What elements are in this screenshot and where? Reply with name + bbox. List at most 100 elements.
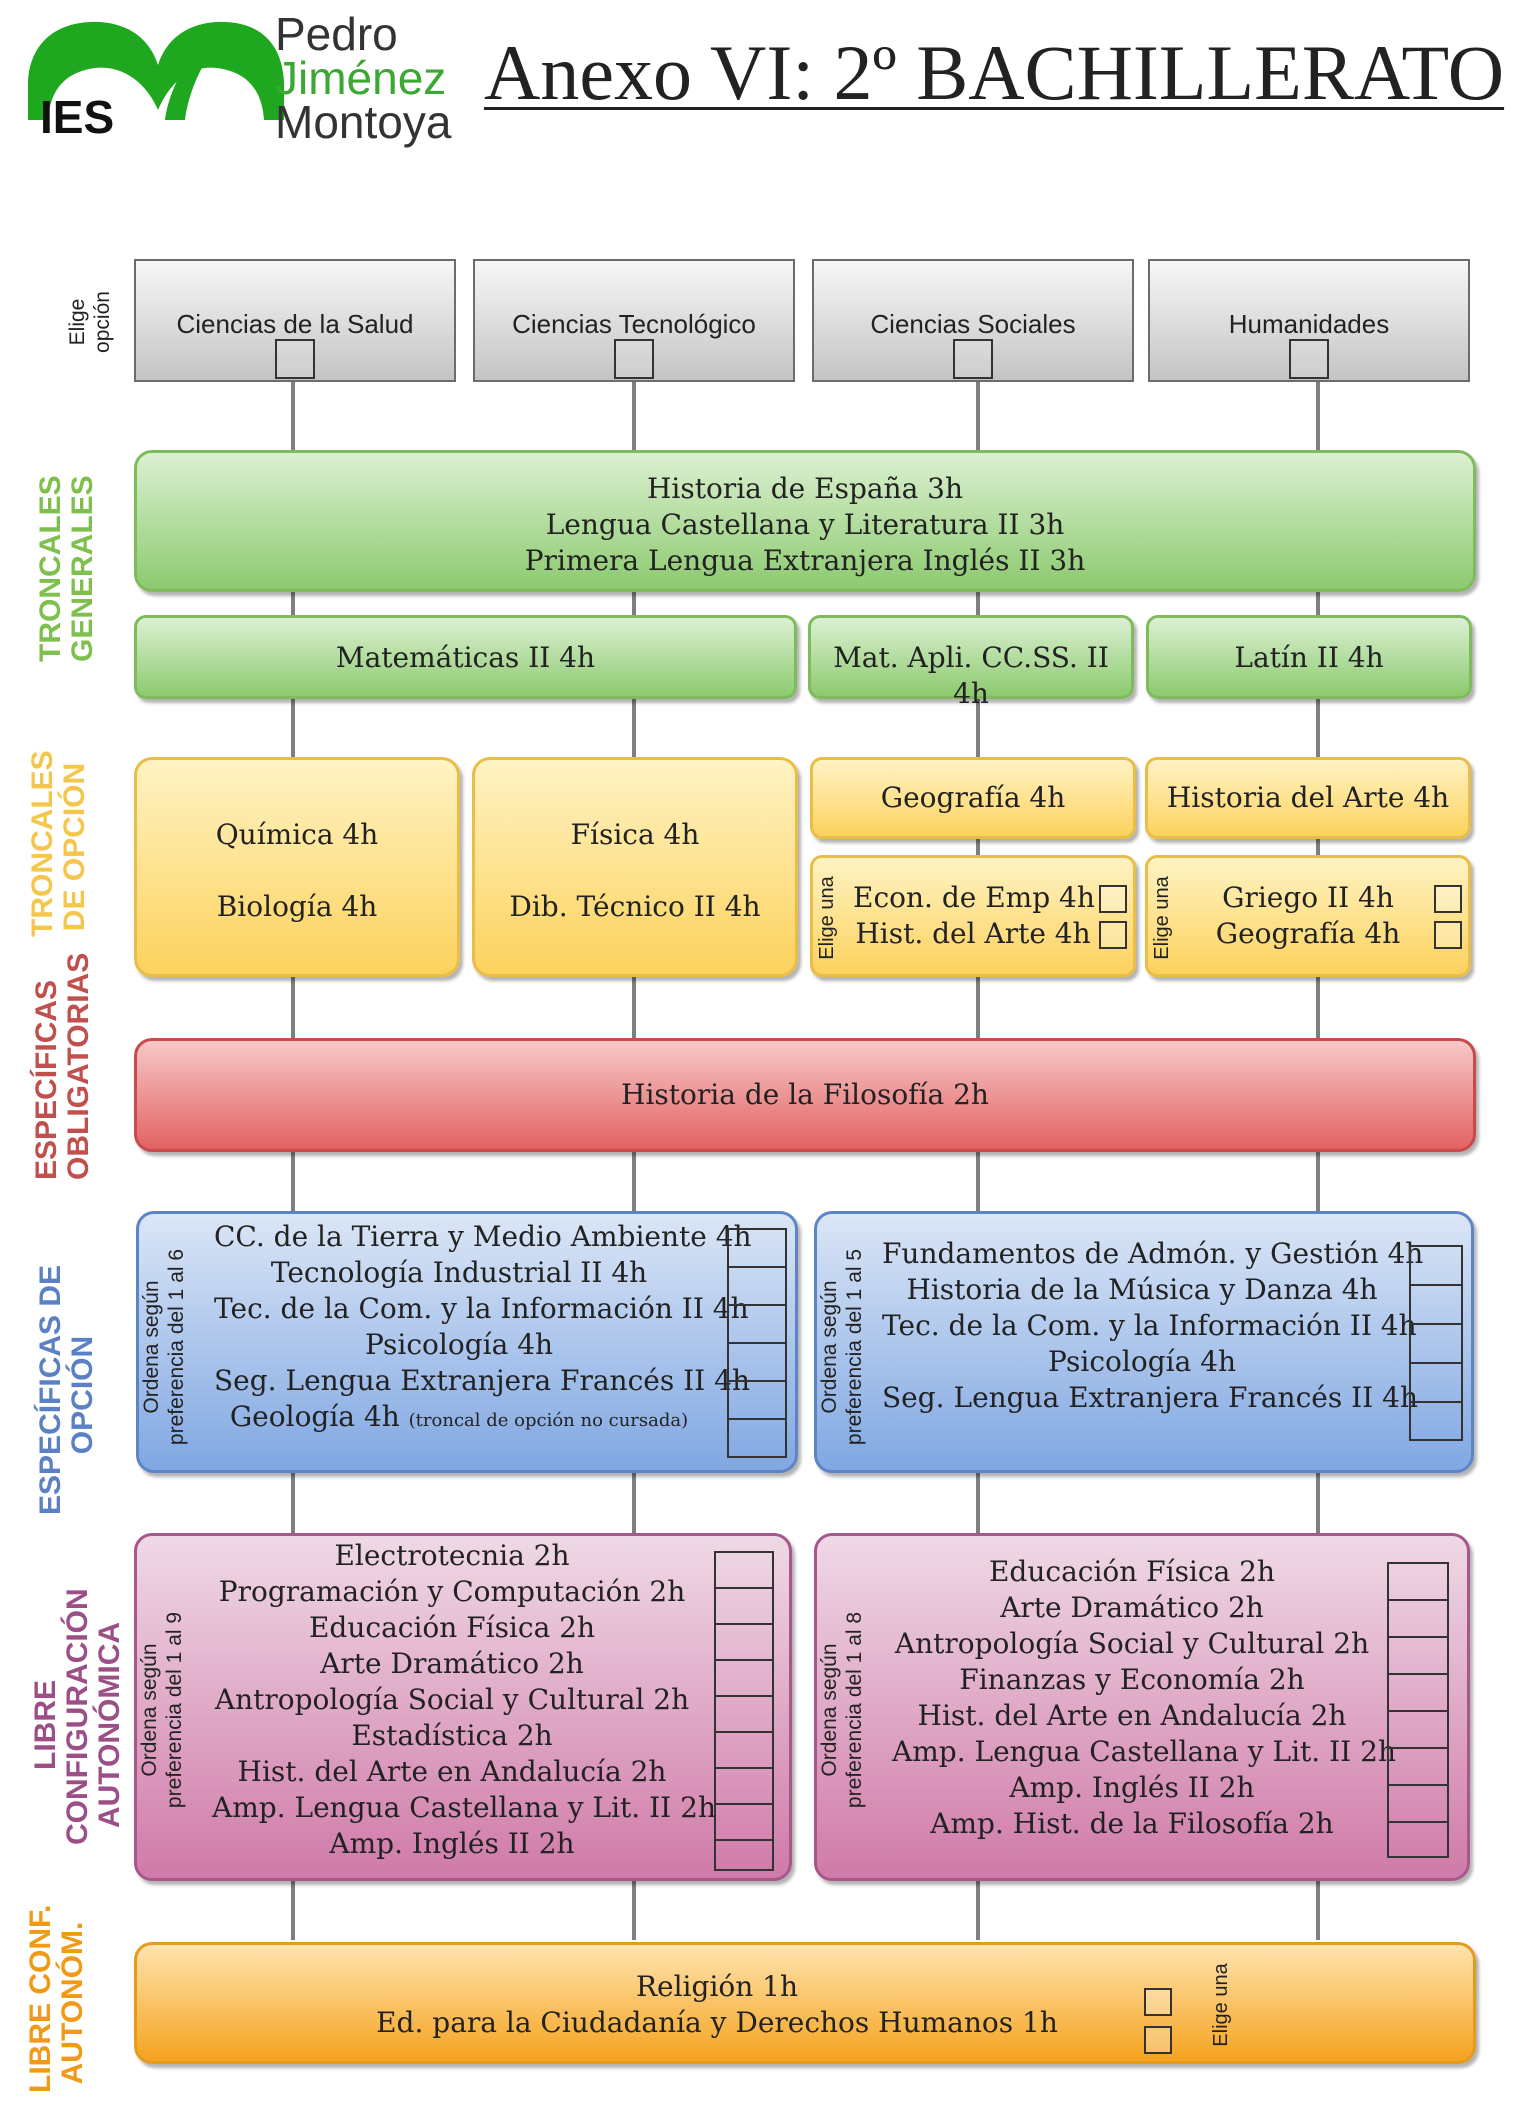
logo-name-line1: Pedro	[275, 8, 398, 60]
choice-checkbox[interactable]	[1434, 885, 1462, 913]
subject: Arte Dramático 2h	[320, 1647, 584, 1680]
especificas-opcion-left: Ordena según preferencia del 1 al 6 CC. …	[136, 1211, 798, 1473]
rank-cell[interactable]	[716, 1733, 772, 1769]
option-ciencias-sociales[interactable]: Ciencias Sociales	[812, 259, 1134, 382]
rank-cell[interactable]	[1411, 1325, 1461, 1364]
connector-line	[1316, 380, 1320, 1940]
choice-checkbox[interactable]	[1144, 2026, 1172, 2054]
rank-cell[interactable]	[1389, 1749, 1447, 1786]
troncales-opcion-tecnologico: Física 4h Dib. Técnico II 4h	[472, 757, 798, 977]
troncales-generales-label: TRONCALES GENERALES	[34, 475, 99, 662]
rank-cell[interactable]	[1389, 1564, 1447, 1601]
rank-cell[interactable]	[1411, 1364, 1461, 1403]
subject: Historia del Arte 4h	[1166, 781, 1450, 814]
option-label: Ciencias de la Salud	[176, 309, 414, 339]
sociales-choose-box: Elige una Econ. de Emp 4h Hist. del Arte…	[810, 855, 1136, 977]
subject: Antropología Social y Cultural 2h	[214, 1683, 690, 1716]
subject: Física 4h	[570, 818, 700, 851]
rank-cell[interactable]	[716, 1697, 772, 1733]
option-checkbox[interactable]	[953, 339, 993, 379]
order-instruction: Ordena según preferencia del 1 al 5	[818, 1248, 866, 1446]
libre-conf-autonom-box: Religión 1h Ed. para la Ciudadanía y Der…	[134, 1942, 1476, 2064]
option-checkbox[interactable]	[275, 339, 315, 379]
rank-cell[interactable]	[1389, 1786, 1447, 1823]
subject: Seg. Lengua Extranjera Francés II 4h	[214, 1364, 750, 1397]
rank-cell[interactable]	[1389, 1601, 1447, 1638]
logo-name-line3: Montoya	[275, 96, 452, 148]
option-humanidades[interactable]: Humanidades	[1148, 259, 1470, 382]
subject: Historia de España 3h	[646, 472, 964, 505]
choose-one-label: Elige una	[816, 876, 838, 960]
options-side-label: Elige opción	[66, 291, 114, 353]
especificas-opcion-right: Ordena según preferencia del 1 al 5 Fund…	[814, 1211, 1474, 1473]
option-label: Ciencias Tecnológico	[512, 309, 756, 339]
rank-cell[interactable]	[729, 1268, 785, 1306]
subject: Geografía 4h	[880, 781, 1066, 814]
option-ciencias-tecnologico[interactable]: Ciencias Tecnológico	[473, 259, 795, 382]
rank-cell[interactable]	[1389, 1823, 1447, 1856]
choice-checkbox[interactable]	[1099, 885, 1127, 913]
matematicas-box: Matemáticas II 4h	[134, 615, 797, 699]
rank-cell[interactable]	[729, 1382, 785, 1420]
libre-configuracion-right: Ordena según preferencia del 1 al 8 Educ…	[814, 1533, 1470, 1881]
rank-cell[interactable]	[716, 1769, 772, 1805]
subject: Arte Dramático 2h	[1000, 1591, 1264, 1624]
subject: Tecnología Industrial II 4h	[270, 1256, 648, 1289]
subject-note: (troncal de opción no cursada)	[408, 1410, 689, 1431]
subject: CC. de la Tierra y Medio Ambiente 4h	[214, 1220, 752, 1253]
rank-cell[interactable]	[729, 1420, 785, 1456]
mat-apli-box: Mat. Apli. CC.SS. II 4h	[808, 615, 1134, 710]
choice-checkbox[interactable]	[1099, 921, 1127, 949]
rank-cell[interactable]	[1411, 1247, 1461, 1286]
rank-cell[interactable]	[729, 1344, 785, 1382]
rank-cell[interactable]	[716, 1625, 772, 1661]
subject: Psicología 4h	[1047, 1345, 1237, 1378]
subject: Fundamentos de Admón. y Gestión 4h	[882, 1237, 1424, 1270]
option-checkbox[interactable]	[614, 339, 654, 379]
subject: Programación y Computación 2h	[218, 1575, 686, 1608]
page-title: Anexo VI: 2º BACHILLERATO	[484, 29, 1505, 116]
subject: Amp. Lengua Castellana y Lit. II 2h	[212, 1791, 716, 1824]
choice-checkbox[interactable]	[1434, 921, 1462, 949]
subject: Lengua Castellana y Literatura II 3h	[545, 508, 1065, 541]
subject: Primera Lengua Extranjera Inglés II 3h	[524, 544, 1086, 577]
option-ciencias-salud[interactable]: Ciencias de la Salud	[134, 259, 456, 382]
option-label: Humanidades	[1228, 309, 1390, 339]
historia-arte-box: Historia del Arte 4h	[1145, 757, 1471, 839]
rank-cell[interactable]	[716, 1805, 772, 1841]
rank-cell[interactable]	[716, 1841, 772, 1869]
rank-cell[interactable]	[1389, 1638, 1447, 1675]
subject: Mat. Apli. CC.SS. II 4h	[833, 641, 1109, 710]
choice-checkbox[interactable]	[1144, 1988, 1172, 2016]
rank-cell[interactable]	[1389, 1675, 1447, 1712]
subject: Química 4h	[215, 818, 379, 851]
humanidades-choose-box: Elige una Griego II 4h Geografía 4h	[1145, 855, 1471, 977]
rank-cell[interactable]	[1411, 1286, 1461, 1325]
connector-line	[976, 380, 980, 1940]
rank-cell[interactable]	[729, 1230, 785, 1268]
rank-cell[interactable]	[1389, 1712, 1447, 1749]
subject: Tec. de la Com. y la Información II 4h	[214, 1292, 749, 1325]
rank-cell[interactable]	[716, 1661, 772, 1697]
ranking-boxes[interactable]	[714, 1551, 774, 1871]
rank-cell[interactable]	[716, 1589, 772, 1625]
subject: Geología 4h	[229, 1400, 400, 1433]
rank-cell[interactable]	[716, 1553, 772, 1589]
subject: Educación Física 2h	[988, 1555, 1276, 1588]
subject: Latín II 4h	[1234, 641, 1384, 674]
choose-one-label: Elige una	[1151, 876, 1173, 960]
ranking-boxes[interactable]	[727, 1228, 787, 1458]
subject: Psicología 4h	[364, 1328, 554, 1361]
subject: Biología 4h	[216, 890, 378, 923]
ranking-boxes[interactable]	[1409, 1245, 1463, 1441]
libre-conf-autonom-label: LIBRE CONF. AUTONÓM.	[24, 1904, 89, 2093]
option-checkbox[interactable]	[1289, 339, 1329, 379]
subject: Econ. de Emp 4h	[853, 881, 1095, 914]
rank-cell[interactable]	[729, 1306, 785, 1344]
subject: Antropología Social y Cultural 2h	[894, 1627, 1370, 1660]
subject: Historia de la Música y Danza 4h	[906, 1273, 1378, 1306]
rank-cell[interactable]	[1411, 1403, 1461, 1439]
subject: Dib. Técnico II 4h	[509, 890, 761, 923]
subject: Geografía 4h	[1215, 917, 1401, 950]
ranking-boxes[interactable]	[1387, 1562, 1449, 1858]
